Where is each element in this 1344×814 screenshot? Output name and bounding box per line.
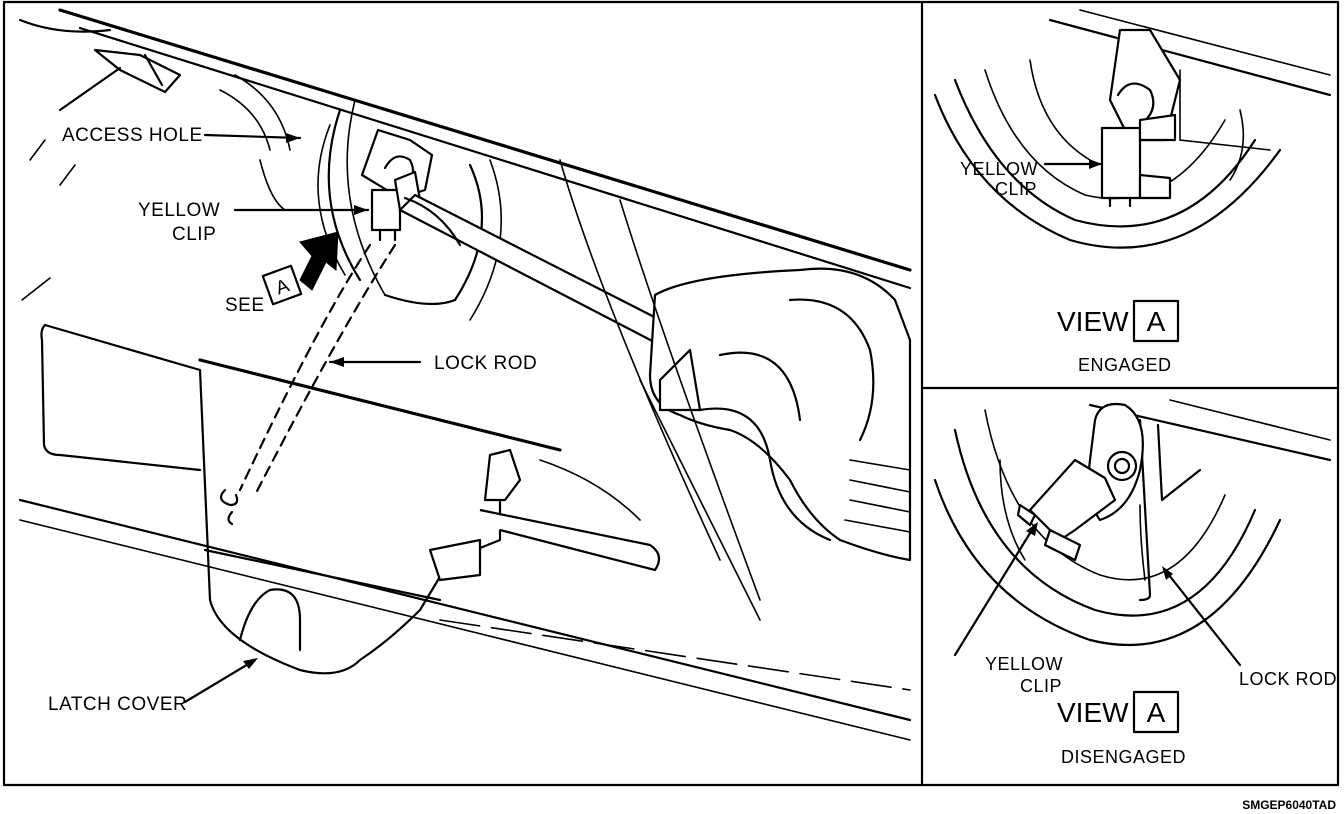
disengaged-state-label: DISENGAGED	[1061, 747, 1186, 767]
see-view-ref: A	[273, 275, 293, 299]
see-view-ref-box: A	[261, 264, 303, 306]
view-disengaged-illustration	[933, 399, 1332, 647]
disengaged-clip-label-line2: CLIP	[1020, 676, 1062, 696]
see-label: SEE	[225, 295, 265, 316]
engaged-state-label: ENGAGED	[1078, 355, 1172, 375]
view-engaged-leader	[1043, 159, 1102, 169]
disengaged-lock-rod-label: LOCK ROD	[1239, 669, 1337, 689]
access-hole-label: ACCESS HOLE	[62, 125, 203, 146]
lock-rod-label: LOCK ROD	[434, 353, 537, 374]
engaged-view-title: VIEW	[1057, 306, 1129, 337]
view-disengaged-leaders	[953, 522, 1242, 667]
disengaged-view-title: VIEW	[1057, 697, 1129, 728]
main-view-illustration	[18, 8, 912, 741]
yellow-clip-label-line1: YELLOW	[138, 200, 220, 221]
engaged-clip-label-line1: YELLOW	[960, 159, 1038, 179]
engaged-clip-label-line2: CLIP	[995, 179, 1037, 199]
latch-cover-label: LATCH COVER	[48, 694, 187, 715]
main-view-leaders	[183, 133, 422, 704]
engaged-view-ref-box	[1132, 299, 1180, 343]
view-engaged-illustration	[933, 9, 1332, 249]
diagram-frames	[2, 0, 1340, 787]
yellow-clip-label-line2: CLIP	[172, 224, 216, 245]
disengaged-view-ref-box	[1132, 690, 1180, 734]
disengaged-clip-label-line1: YELLOW	[985, 654, 1063, 674]
engaged-view-ref: A	[1147, 306, 1166, 337]
figure-code: SMGEP6040TAD	[1242, 798, 1336, 812]
disengaged-view-ref: A	[1147, 697, 1166, 728]
